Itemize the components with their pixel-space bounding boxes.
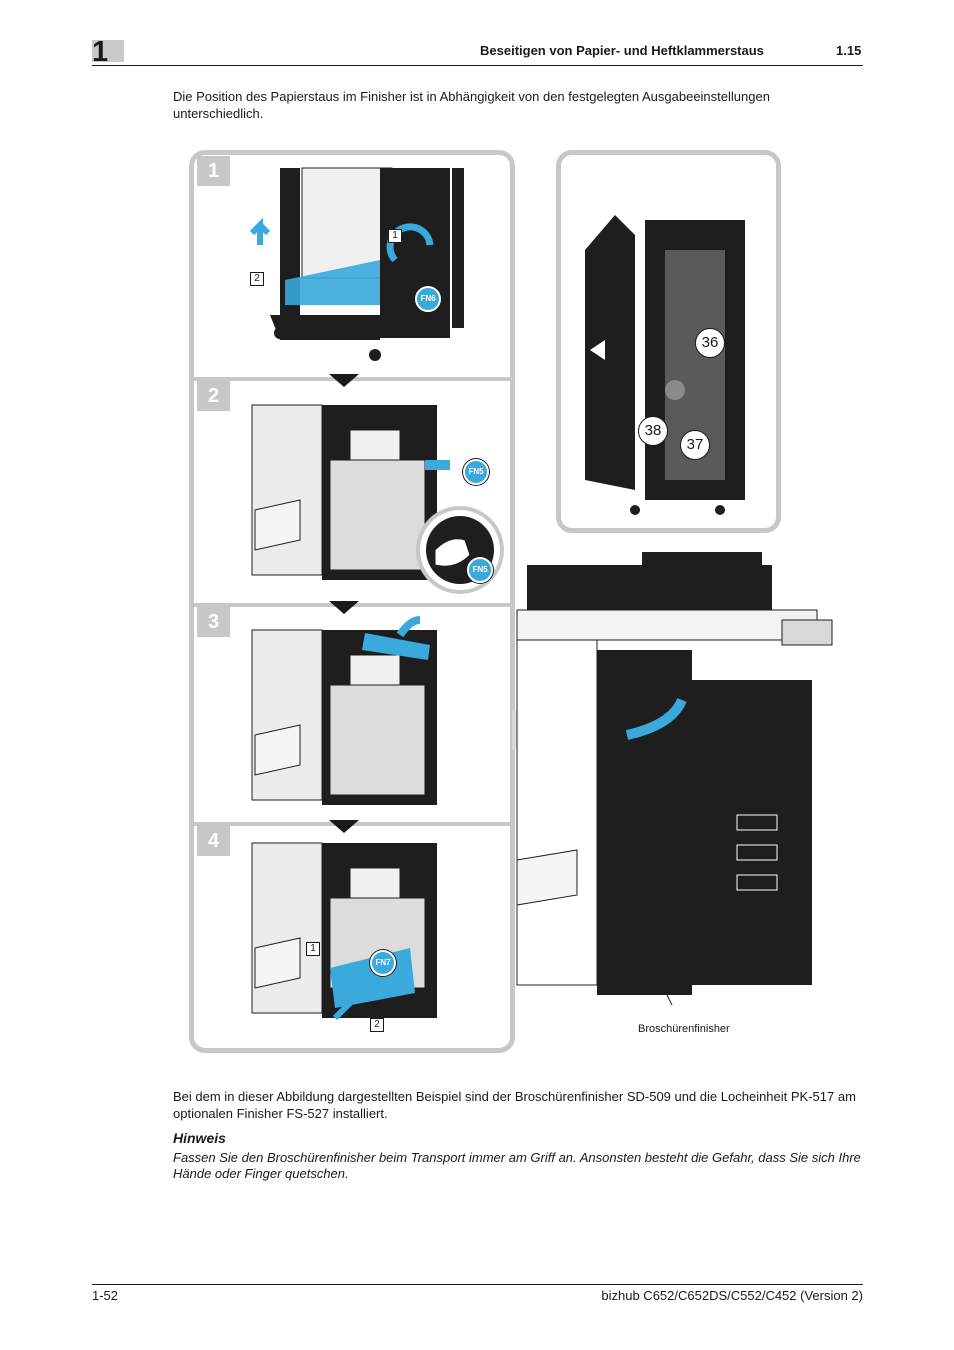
step4-illustration — [250, 838, 450, 1038]
header-title: Beseitigen von Papier- und Heftklammerst… — [480, 43, 764, 58]
step2-illustration — [250, 400, 505, 600]
step-number: 3 — [197, 607, 230, 637]
detail-number: 38 — [638, 416, 668, 446]
finisher-interior-drawing — [585, 215, 745, 515]
step-number: 4 — [197, 826, 230, 856]
footer-rule — [92, 1284, 863, 1285]
step-arrow-icon — [329, 601, 359, 614]
chapter-number: 1 — [92, 36, 109, 68]
detail-number: 37 — [680, 430, 710, 460]
fn-badge: FN6 — [415, 286, 441, 312]
header-section: 1.15 — [836, 43, 862, 58]
header-rule — [92, 65, 863, 66]
copier-drawing — [512, 552, 833, 1016]
step-arrow-icon — [329, 820, 359, 833]
step-arrow-icon — [329, 374, 359, 387]
step-number: 2 — [197, 381, 230, 411]
callout-number: 1 — [388, 229, 402, 243]
machine-label: Broschürenfinisher — [638, 1023, 730, 1035]
page-number: 1-52 — [92, 1288, 119, 1303]
finisher-drawing — [251, 616, 437, 805]
body-paragraph: Bei dem in dieser Abbildung dargestellte… — [173, 1089, 856, 1121]
step-number: 1 — [197, 156, 230, 186]
detail-number: 36 — [695, 328, 725, 358]
note-text: Fassen Sie den Broschürenfinisher beim T… — [173, 1150, 861, 1181]
product-name: bizhub C652/C652DS/C552/C452 (Version 2) — [601, 1288, 863, 1303]
finisher-drawing — [251, 404, 504, 594]
finisher-drawing — [249, 167, 464, 361]
callout-number: 2 — [370, 1018, 384, 1032]
step1-illustration — [240, 165, 480, 370]
fn-badge: FN7 — [370, 950, 396, 976]
step3-illustration — [250, 615, 450, 815]
fn-badge: FN5 — [463, 459, 489, 485]
detail-illustration — [575, 210, 755, 520]
intro-paragraph: Die Position des Papierstaus im Finisher… — [173, 89, 770, 121]
chapter-number-box — [92, 40, 124, 62]
note-title: Hinweis — [173, 1130, 226, 1146]
fn-badge: FN5 — [467, 557, 493, 583]
callout-number: 2 — [250, 272, 264, 286]
machine-illustration — [512, 550, 857, 1016]
callout-number: 1 — [306, 942, 320, 956]
finisher-drawing — [251, 842, 437, 1021]
